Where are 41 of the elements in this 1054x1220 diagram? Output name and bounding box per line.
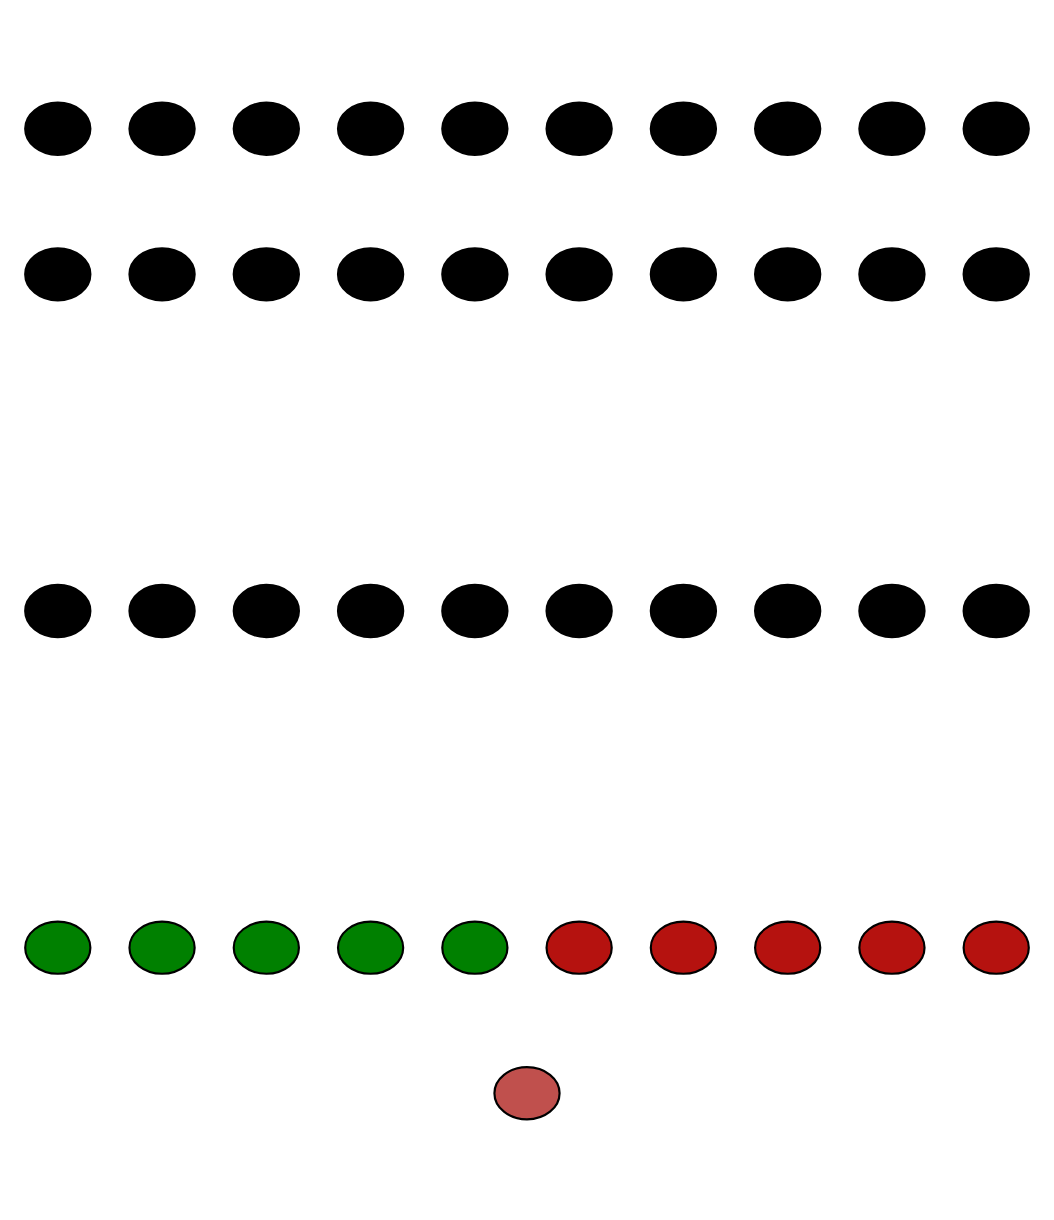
node-ellipse	[545, 582, 613, 638]
node-ellipse	[336, 100, 405, 155]
node-ellipse	[858, 919, 926, 974]
node-ellipse	[24, 582, 92, 638]
node-ellipse	[545, 919, 613, 974]
node-ellipse	[232, 582, 300, 638]
node-ellipse	[24, 919, 92, 974]
node-ellipse	[649, 246, 718, 301]
node-ellipse	[962, 582, 1030, 638]
node-ellipse	[962, 919, 1030, 974]
node-ellipse	[858, 100, 926, 155]
node-ellipse	[545, 246, 613, 301]
node-ellipse	[493, 1065, 561, 1120]
node-ellipse	[962, 246, 1030, 301]
node-ellipse	[128, 246, 196, 301]
node-ellipse	[754, 246, 822, 301]
node-ellipse	[545, 100, 613, 155]
node-ellipse	[441, 919, 509, 974]
node-ellipse	[441, 246, 509, 301]
node-ellipse	[336, 246, 405, 301]
node-ellipse	[128, 100, 196, 155]
node-ellipse	[232, 919, 300, 974]
node-ellipse	[754, 919, 822, 974]
node-ellipse	[649, 582, 718, 638]
node-ellipse	[441, 582, 509, 638]
node-ellipse	[336, 919, 405, 974]
node-ellipse	[128, 582, 196, 638]
node-ellipse	[649, 919, 718, 974]
node-ellipse	[858, 246, 926, 301]
node-ellipse	[128, 919, 196, 974]
node-ellipse	[441, 100, 509, 155]
node-ellipse	[24, 246, 92, 301]
node-ellipse	[754, 100, 822, 155]
node-ellipse	[858, 582, 926, 638]
node-ellipse	[232, 100, 300, 155]
node-ellipse	[962, 100, 1030, 155]
node-ellipse	[24, 100, 92, 155]
node-ellipse	[336, 582, 405, 638]
node-ellipse	[754, 582, 822, 638]
node-ellipse	[232, 246, 300, 301]
node-ellipse	[649, 100, 718, 155]
